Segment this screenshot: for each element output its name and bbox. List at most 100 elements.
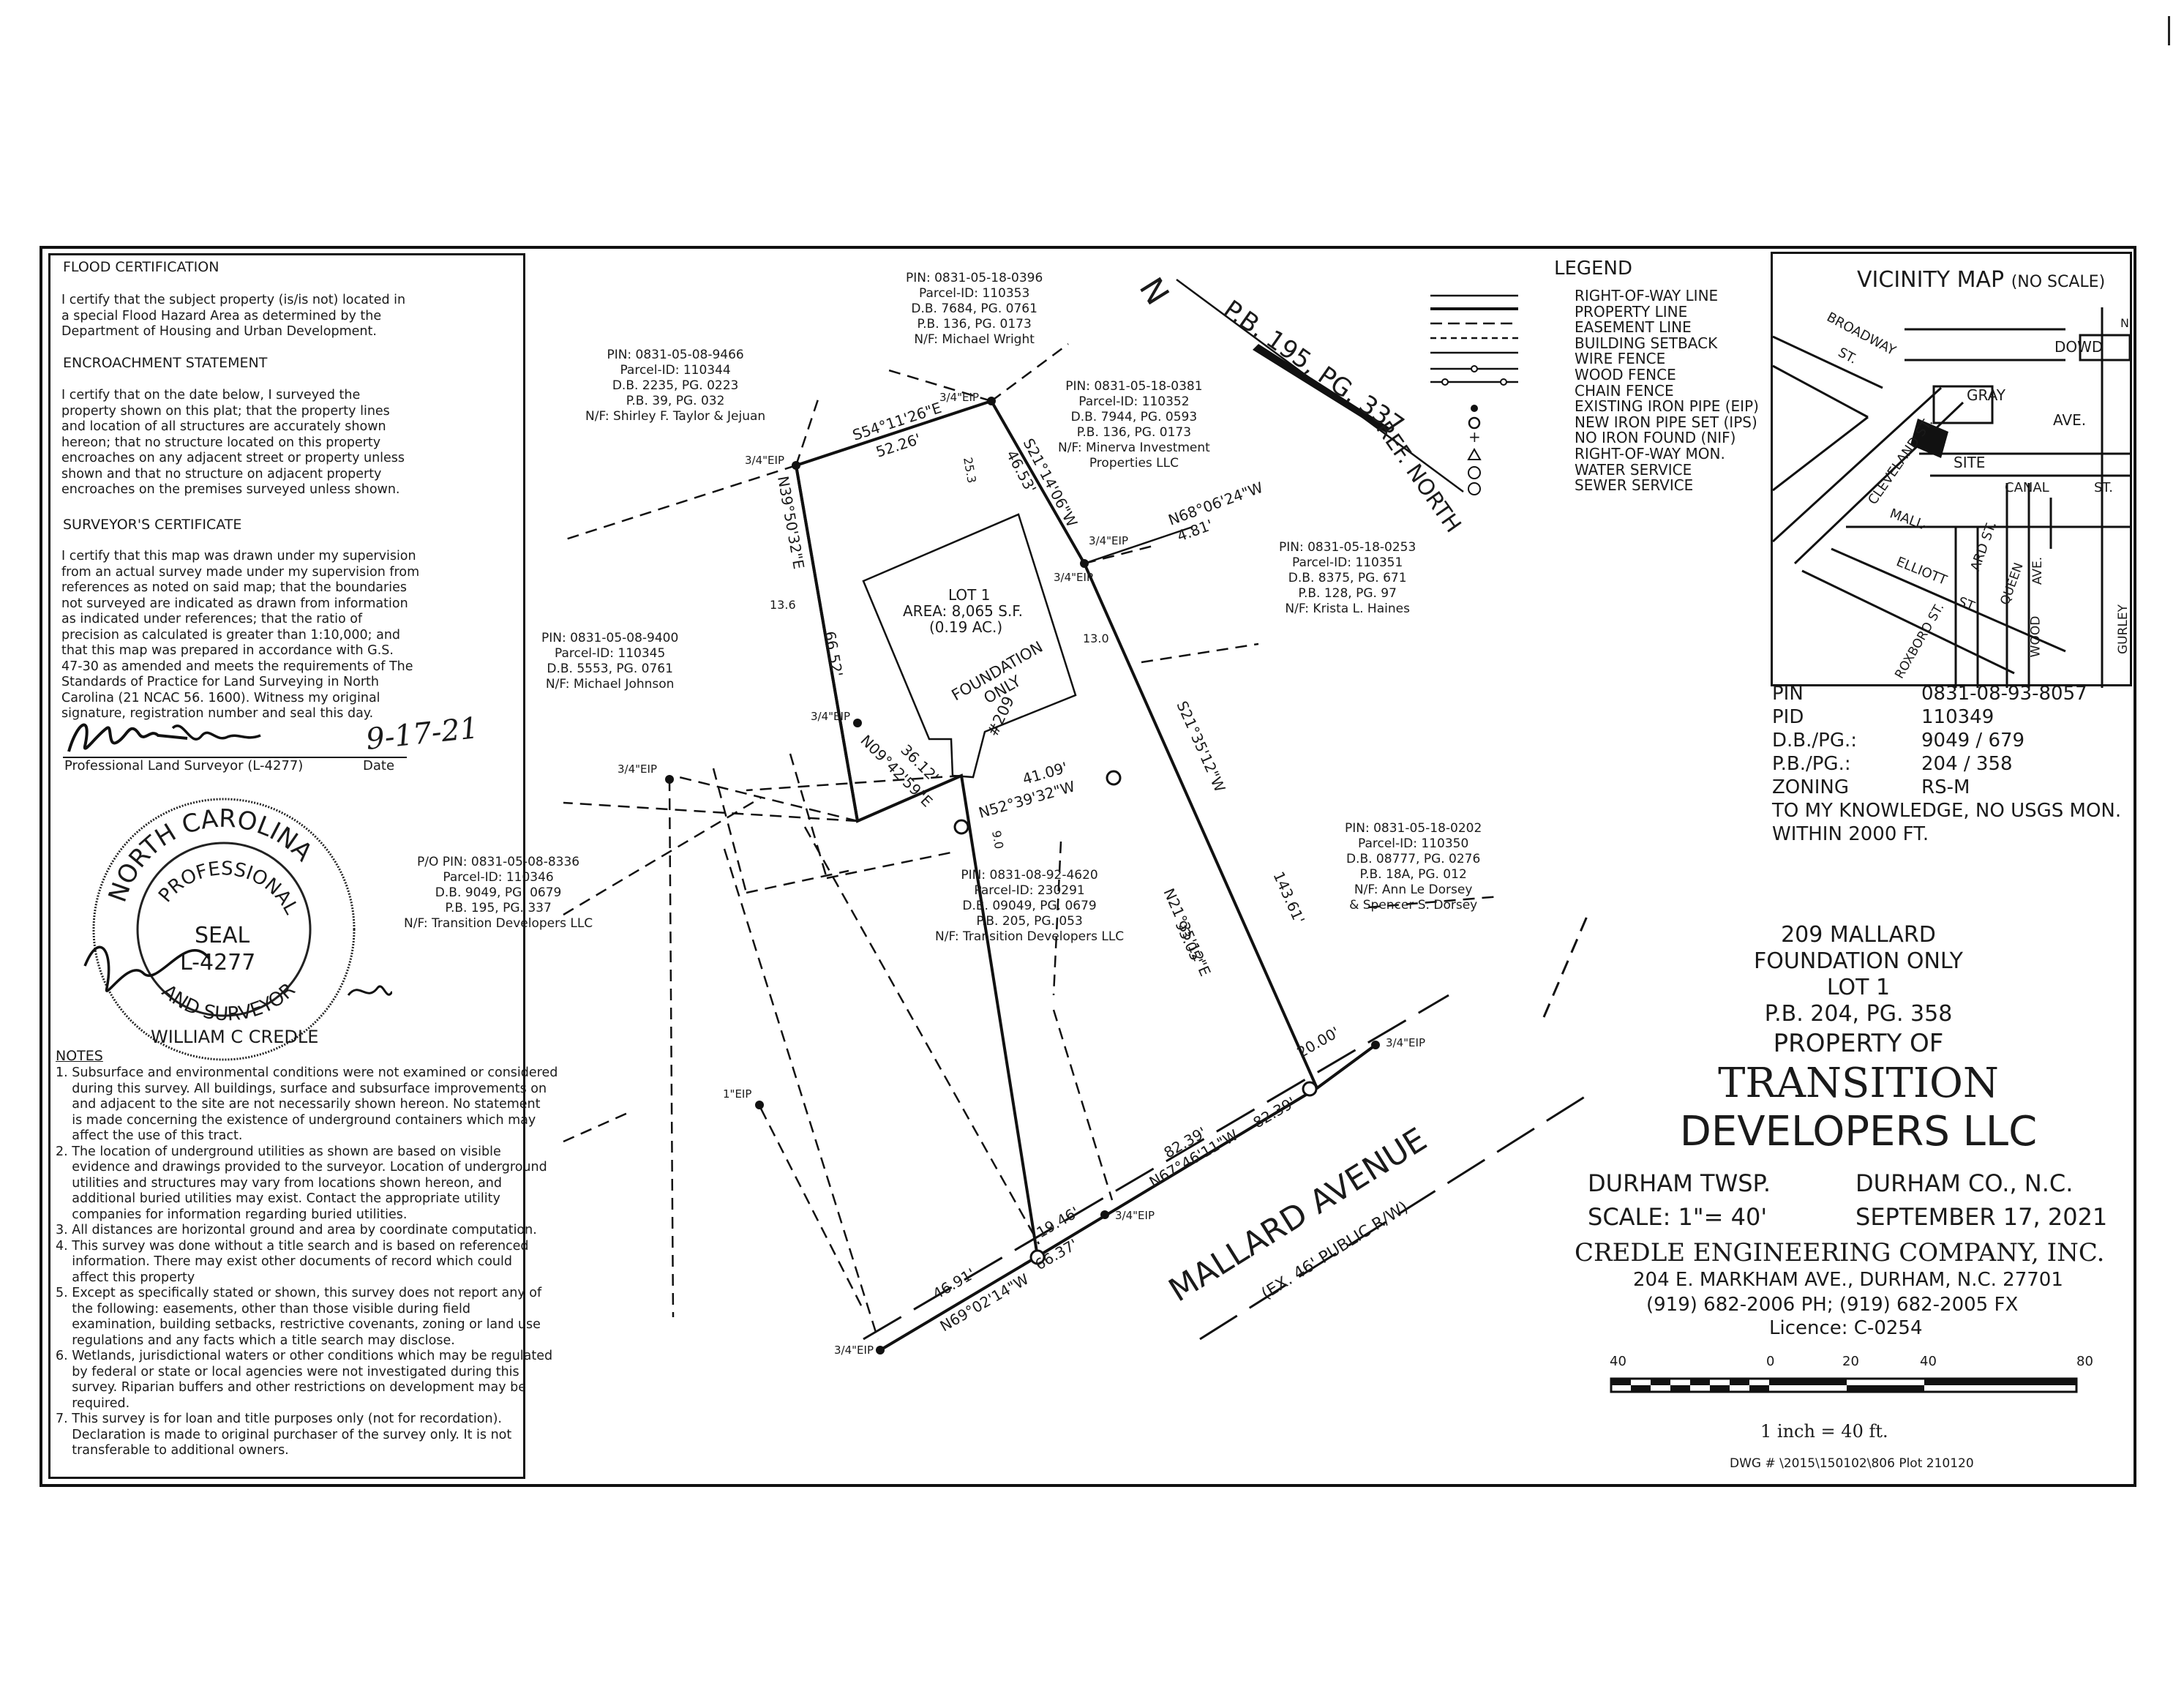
title-line-4: P.B. 204, PG. 358 (1764, 1001, 1953, 1027)
pin-tag-9: 3/4"EIP (834, 1344, 874, 1357)
vic-street-canal: CANAL (2005, 480, 2049, 495)
vic-street-gurley: GURLEY (2116, 604, 2131, 655)
drawing-number: DWG # \2015\150102\806 Plot 210120 (1730, 1456, 1974, 1471)
encroachment-text: I certify that on the date below, I surv… (61, 388, 405, 497)
township: DURHAM TWSP. (1588, 1169, 1771, 1197)
pin-tag-8: 3/4"EIP (1115, 1209, 1155, 1222)
pin-tag-10: 1"EIP (723, 1087, 751, 1101)
info-label: PID (1772, 706, 1804, 728)
survey-date: SEPTEMBER 17, 2021 (1855, 1203, 2108, 1231)
distance-11c: 66.37' (1032, 1235, 1081, 1273)
lot-area: AREA: 8,065 S.F. (903, 602, 1023, 620)
owner-name-2: DEVELOPERS LLC (1679, 1108, 2038, 1155)
title-line-5: PROPERTY OF (1773, 1029, 1944, 1058)
scale-tick-label: 0 (1766, 1354, 1775, 1369)
usgs-note-1: TO MY KNOWLEDGE, NO USGS MON. (1772, 800, 2122, 822)
info-value: 9049 / 679 (1921, 730, 2025, 752)
title-line-1: 209 MALLARD (1781, 922, 1936, 948)
vicinity-map-title: VICINITY MAP (NO SCALE) (1857, 267, 2106, 293)
seal-word: SEAL (195, 923, 250, 948)
legend-item: EASEMENT LINE (1575, 318, 1692, 337)
legend-item: PROPERTY LINE (1575, 302, 1688, 321)
certification-panel (48, 253, 525, 1479)
parcel-transition-b-label: PIN: 0831-08-92-4620 Parcel-ID: 230291 D… (935, 868, 1125, 944)
usgs-note-2: WITHIN 2000 FT. (1772, 823, 1929, 845)
survey-notes: 1. Subsurface and environmental conditio… (56, 1065, 558, 1458)
flood-certification-text: I certify that the subject property (is/… (61, 293, 406, 339)
bearing-6: N39°50'32"E (774, 475, 808, 571)
vic-street-queen-ave: AVE. (2030, 556, 2046, 585)
info-label: P.B./PG.: (1772, 753, 1851, 775)
surveyor-certificate-title: SURVEYOR'S CERTIFICATE (63, 517, 242, 533)
legend-title: LEGEND (1554, 258, 1632, 280)
dim-d: 9.0 (989, 829, 1006, 850)
parcel-haines-label: PIN: 0831-05-18-0253 Parcel-ID: 110351 D… (1279, 540, 1416, 616)
signature-caption: Professional Land Surveyor (L-4277) (64, 758, 304, 773)
distance-6: 66.52' (821, 630, 847, 678)
parcel-wright-label: PIN: 0831-05-18-0396 Parcel-ID: 110353 D… (906, 271, 1043, 347)
distance-9b: 82.39' (1250, 1093, 1299, 1131)
county: DURHAM CO., N.C. (1855, 1169, 2074, 1197)
dim-c: 13.0 (1083, 632, 1109, 645)
scale-bar (1610, 1377, 2078, 1393)
legend-symbols: + (1430, 294, 1518, 495)
legend-item: BUILDING SETBACK (1575, 334, 1718, 352)
company-address: 204 E. MARKHAM AVE., DURHAM, N.C. 27701 (1633, 1269, 2063, 1291)
parcel-johnson-label: PIN: 0831-05-08-9400 Parcel-ID: 110345 D… (541, 631, 679, 692)
pin-tag-5: 3/4"EIP (811, 710, 850, 723)
sheet-border (40, 246, 2136, 1487)
date-caption: Date (363, 758, 395, 773)
parcel-minerva-label: PIN: 0831-05-18-0381 Parcel-ID: 110352 D… (1058, 379, 1210, 471)
pin-tag-7: 3/4"EIP (1386, 1036, 1425, 1049)
company-name: CREDLE ENGINEERING COMPANY, INC. (1575, 1238, 2105, 1267)
pin-tag-3: 3/4"EIP (1089, 534, 1128, 547)
distance-4: 143.61' (1269, 869, 1308, 926)
company-phone: (919) 682-2006 PH; (919) 682-2005 FX (1646, 1294, 2019, 1316)
legend-item: EXISTING IRON PIPE (EIP) (1575, 397, 1759, 416)
legend-list: RIGHT-OF-WAY LINE PROPERTY LINE EASEMENT… (1575, 288, 1759, 494)
seal-number: L-4277 (180, 950, 255, 975)
legend-item: WIRE FENCE (1575, 350, 1666, 368)
vic-street-canal-st: ST. (2094, 480, 2114, 495)
info-value: 204 / 358 (1921, 753, 2013, 775)
vicinity-map-box (1771, 252, 2132, 686)
vic-street-wood: WOOD (2028, 615, 2044, 658)
vicinity-map (1773, 307, 2130, 688)
bearing-3: N68°06'24"W (1166, 479, 1266, 529)
lot-acres: (0.19 AC.) (929, 618, 1002, 636)
notes-title: NOTES (56, 1048, 103, 1064)
north-letter: N (1132, 271, 1177, 312)
owner-name-1: TRANSITION (1718, 1060, 1999, 1107)
legend-item: WOOD FENCE (1575, 365, 1676, 383)
legend-item: NEW IRON PIPE SET (IPS) (1575, 413, 1757, 431)
registration-mark (2168, 16, 2170, 45)
info-value: 0831-08-93-8057 (1921, 683, 2087, 705)
info-value: RS-M (1921, 776, 1970, 798)
title-block: 209 MALLARD FOUNDATION ONLY LOT 1 P.B. 2… (1580, 922, 2136, 1156)
lot-label: LOT 1 (948, 586, 990, 604)
legend-item: RIGHT-OF-WAY LINE (1575, 287, 1719, 304)
legend-item: RIGHT-OF-WAY MON. (1575, 444, 1725, 462)
flood-certification-title: FLOOD CERTIFICATION (63, 259, 219, 275)
encroachment-title: ENCROACHMENT STATEMENT (63, 355, 268, 371)
distance-10: 20.00' (1294, 1023, 1343, 1061)
pin-tag-2: 3/4"EIP (745, 454, 784, 467)
parcel-transition-a-label: P/O PIN: 0831-05-08-8336 Parcel-ID: 1103… (404, 855, 593, 931)
scale-text: SCALE: 1"= 40' (1588, 1203, 1768, 1231)
pin-tag-4: 3/4"EIP (1054, 571, 1093, 584)
scale-tick-label: 40 (1610, 1354, 1626, 1369)
professional-seal: NORTH CAROLINA PROFESSIONAL SEAL L-4277 … (83, 798, 392, 1061)
title-line-2: FOUNDATION ONLY (1754, 948, 1963, 974)
legend-item: CHAIN FENCE (1575, 381, 1674, 400)
vic-site-label: SITE (1954, 454, 1986, 471)
vic-north-letter: N (2120, 316, 2129, 330)
legend-item: SEWER SERVICE (1575, 476, 1694, 495)
info-label: ZONING (1772, 776, 1849, 798)
legend-item: NO IRON FOUND (NIF) (1575, 429, 1736, 447)
info-label: D.B./PG.: (1772, 730, 1857, 752)
surveyor-signature (63, 723, 407, 758)
parcel-taylor-label: PIN: 0831-05-08-9466 Parcel-ID: 110344 D… (585, 348, 766, 424)
vic-street-ave: AVE. (2053, 411, 2087, 429)
